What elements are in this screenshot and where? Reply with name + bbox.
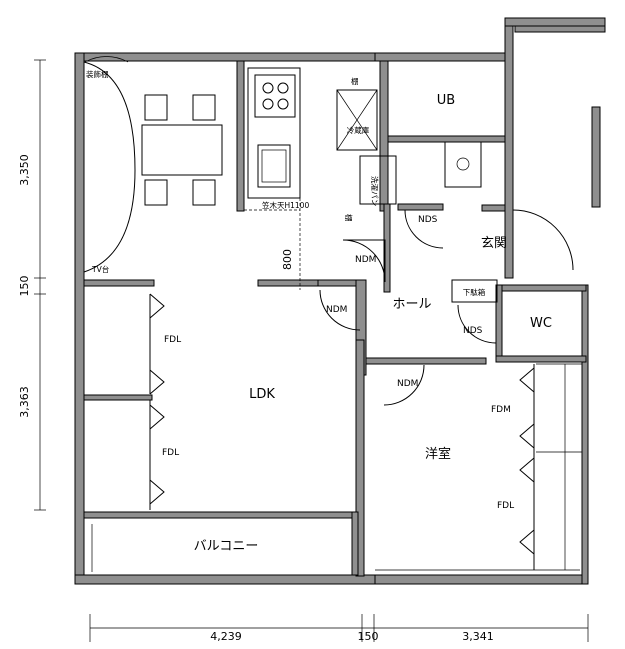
nds-top-door [404, 209, 444, 249]
ndm-western-label: NDM [397, 379, 418, 389]
fdl-ldk-lower-label: FDL [162, 448, 179, 458]
fdl-ldk-lower-doors [149, 400, 165, 510]
dimension-bottom-left: 4,239 [210, 630, 242, 643]
dimension-left-mid: 150 [18, 276, 31, 297]
room-hall-label: ホール [392, 297, 431, 312]
kitchen-counter [244, 67, 301, 290]
counter-top-label: 笠木天H1100 [262, 200, 309, 210]
left-dimension-lines [34, 59, 46, 511]
room-balcony-label: バルコニー [194, 539, 259, 554]
shoe-box-label: 下駄箱 [463, 287, 486, 297]
ndm-western-door [383, 364, 425, 406]
outer-walls [74, 17, 606, 585]
nds-top-label: NDS [418, 215, 438, 225]
ndm-kitchen-door [342, 239, 386, 283]
fdl-ldk-upper-label: FDL [164, 335, 181, 345]
room-ldk-label: LDK [249, 387, 275, 402]
shelf-label: 棚 [351, 76, 359, 86]
tv-stand-label: TV台 [91, 264, 109, 274]
washer-pan [359, 155, 397, 205]
ndm-ldk-door [319, 289, 361, 331]
fdl-ldk-upper-doors [149, 293, 165, 395]
ceiling-height-label: 800 [281, 249, 294, 270]
room-entrance-label: 玄関 [481, 236, 507, 251]
washer-pan-label: 洗濯パン [370, 176, 380, 206]
fridge-label: 冷蔵庫 [347, 125, 370, 135]
fdm-western-label: FDM [491, 405, 511, 415]
dimension-bottom-right: 3,341 [462, 630, 494, 643]
shelf-curve [84, 56, 129, 63]
room-ub-label: UB [437, 93, 455, 108]
exterior-pillar [591, 106, 601, 208]
fdl-western-doors [519, 452, 535, 570]
entrance-door [512, 209, 574, 271]
room-western-label: 洋室 [425, 446, 451, 462]
dimension-bottom-mid: 150 [358, 630, 379, 643]
nds-hall-door [457, 304, 497, 344]
bottom-dimension-lines [89, 614, 589, 642]
dimension-left-top: 3,350 [18, 154, 31, 186]
dining-table-set [141, 94, 223, 206]
interior-walls [83, 60, 587, 577]
fdl-western-label: FDL [497, 501, 514, 511]
ndm-ldk-label: NDM [326, 305, 347, 315]
kitchen-mark-label: 棚 [344, 214, 354, 222]
dimension-left-bottom: 3,363 [18, 386, 31, 418]
display-shelf-label: 装飾棚 [86, 69, 109, 79]
washbasin [444, 141, 482, 188]
fdm-western-doors [519, 364, 535, 452]
display-shelf-arc [83, 61, 136, 273]
ndm-kitchen-label: NDM [355, 255, 376, 265]
fridge [336, 89, 378, 151]
shoe-box [451, 279, 498, 303]
nds-hall-label: NDS [463, 326, 483, 336]
room-wc-label: WC [530, 316, 552, 331]
